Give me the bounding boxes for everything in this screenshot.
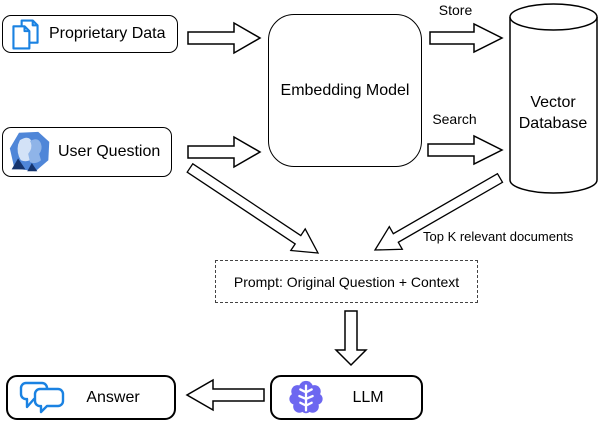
node-llm: LLM bbox=[270, 375, 423, 420]
arrow-store bbox=[429, 22, 504, 54]
node-label-prompt: Prompt: Original Question + Context bbox=[233, 273, 460, 290]
edge-label-top-k: Top K relevant documents bbox=[423, 229, 574, 244]
user-faces-icon bbox=[9, 131, 50, 172]
node-prompt: Prompt: Original Question + Context bbox=[215, 260, 478, 303]
arrow-question-to-embedding bbox=[187, 135, 262, 169]
vector-database-cylinder bbox=[509, 3, 598, 194]
node-label-user-question: User Question bbox=[58, 143, 161, 160]
edge-label-store: Store bbox=[438, 2, 473, 18]
node-proprietary-data: Proprietary Data bbox=[2, 15, 178, 53]
node-label-proprietary-data: Proprietary Data bbox=[49, 25, 166, 42]
node-label-embedding-model: Embedding Model bbox=[280, 81, 410, 99]
node-user-question: User Question bbox=[2, 127, 172, 177]
edge-label-search: Search bbox=[432, 111, 477, 127]
arrow-prompt-to-llm bbox=[334, 310, 368, 367]
arrow-llm-to-answer bbox=[185, 378, 265, 412]
brain-icon bbox=[289, 380, 323, 413]
node-label-llm: LLM bbox=[352, 388, 384, 406]
node-label-vector-database: Vector Database bbox=[518, 94, 588, 132]
arrow-question-to-prompt bbox=[186, 162, 320, 254]
node-label-answer: Answer bbox=[86, 388, 140, 406]
arrow-proprietary-to-embedding bbox=[187, 21, 262, 55]
arrow-search bbox=[427, 134, 504, 166]
node-answer: Answer bbox=[6, 375, 176, 420]
documents-icon bbox=[12, 18, 39, 50]
arrow-database-to-prompt bbox=[373, 172, 504, 251]
chat-bubbles-icon bbox=[19, 381, 65, 413]
node-embedding-model: Embedding Model bbox=[268, 14, 422, 167]
